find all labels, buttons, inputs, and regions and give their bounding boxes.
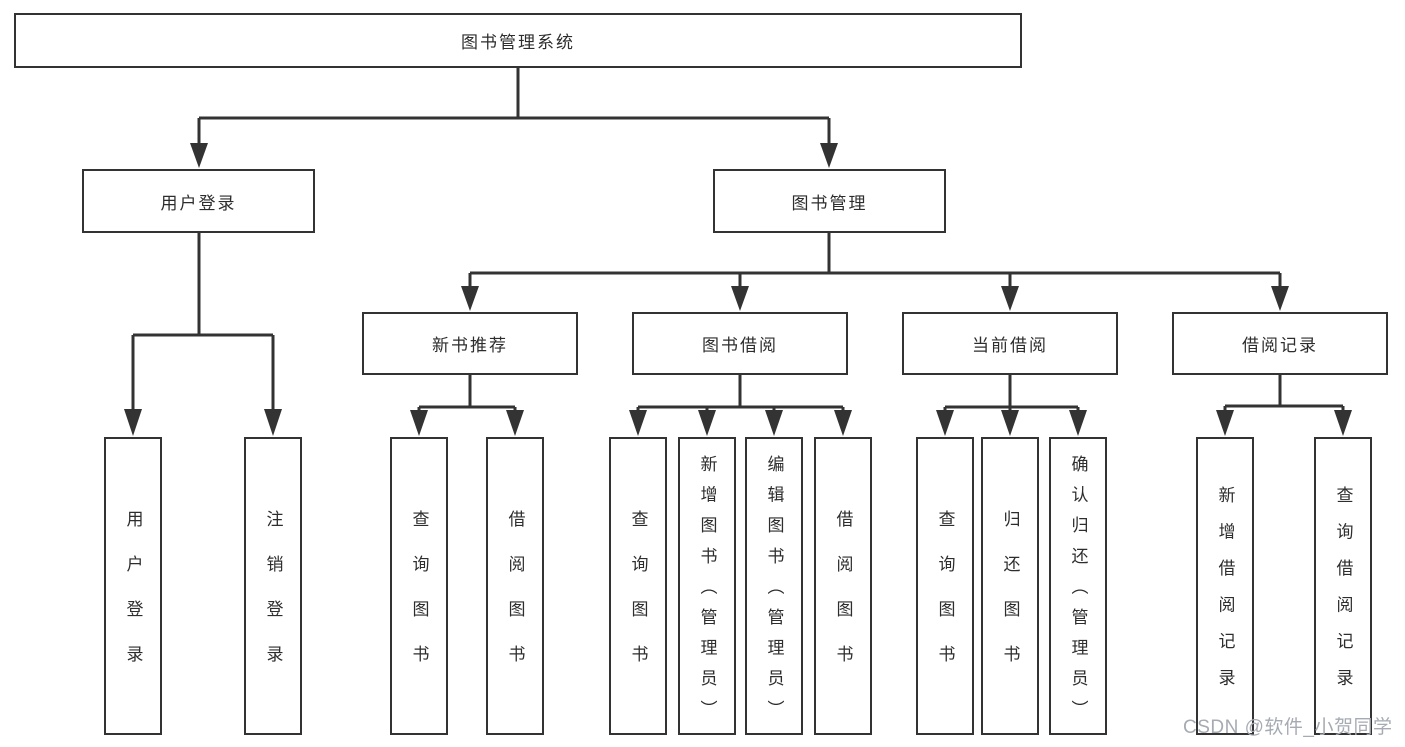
node-label: 查询图书 [935, 509, 955, 691]
leaf-query-books-current: 查询图书 [916, 437, 974, 735]
leaf-return-books: 归还图书 [981, 437, 1039, 735]
node-book-management: 图书管理 [713, 169, 946, 233]
node-library-management-system: 图书管理系统 [14, 13, 1022, 68]
node-borrowing-records: 借阅记录 [1172, 312, 1388, 375]
node-current-borrowing: 当前借阅 [902, 312, 1118, 375]
node-label: 查询图书 [409, 509, 429, 691]
node-book-borrowing: 图书借阅 [632, 312, 848, 375]
node-label: 当前借阅 [972, 336, 1048, 355]
node-new-book-recommendation: 新书推荐 [362, 312, 578, 375]
node-label: 图书管理 [791, 193, 868, 213]
leaf-borrow-books-recommend: 借阅图书 [486, 437, 544, 735]
leaf-logout: 注销登录 [244, 437, 302, 735]
node-label: 图书借阅 [702, 336, 778, 355]
node-label: 新增借阅记录 [1215, 486, 1235, 706]
node-label: 借阅记录 [1242, 336, 1318, 355]
leaf-borrow-books: 借阅图书 [814, 437, 872, 735]
node-label: 图书管理系统 [461, 33, 575, 52]
leaf-add-borrowing-record: 新增借阅记录 [1196, 437, 1254, 735]
node-label: 查询借阅记录 [1333, 486, 1353, 706]
node-user-login: 用户登录 [82, 169, 315, 233]
node-label: 注销登录 [263, 509, 283, 691]
node-label: 借阅图书 [833, 509, 853, 691]
node-label: 编辑图书（管理员） [764, 455, 784, 731]
node-label: 查询图书 [628, 509, 648, 691]
leaf-add-books-admin: 新增图书（管理员） [678, 437, 736, 735]
node-label: 用户登录 [123, 509, 143, 691]
node-label: 确认归还（管理员） [1068, 455, 1088, 731]
node-label: 用户登录 [160, 193, 237, 213]
leaf-edit-books-admin: 编辑图书（管理员） [745, 437, 803, 735]
leaf-query-books-borrowing: 查询图书 [609, 437, 667, 735]
node-label: 新书推荐 [432, 336, 508, 355]
leaf-confirm-return-admin: 确认归还（管理员） [1049, 437, 1107, 735]
node-label: 新增图书（管理员） [697, 455, 717, 731]
csdn-watermark: CSDN @软件_小贺同学 [1183, 717, 1393, 738]
node-label: 借阅图书 [505, 509, 525, 691]
node-label: 归还图书 [1000, 509, 1020, 691]
leaf-query-borrowing-record: 查询借阅记录 [1314, 437, 1372, 735]
leaf-query-books-recommend: 查询图书 [390, 437, 448, 735]
leaf-user-login: 用户登录 [104, 437, 162, 735]
